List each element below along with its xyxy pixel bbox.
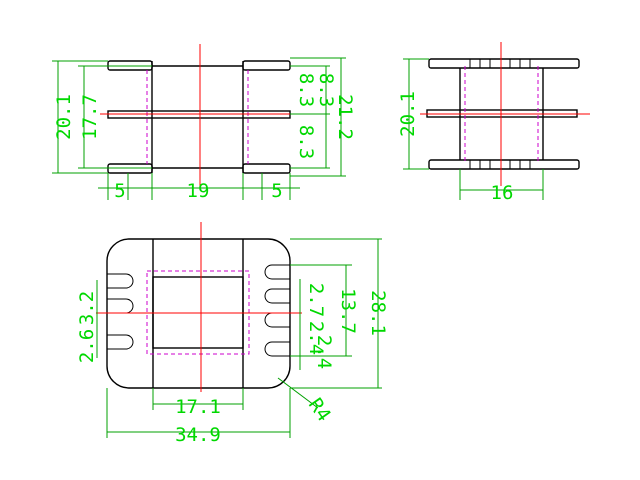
front-pitch-upper-label: 8.3 xyxy=(295,73,317,107)
side-top-slots xyxy=(469,59,531,68)
front-flange-right-label: 5 xyxy=(271,180,282,202)
top-window-width-label: 17.1 xyxy=(175,396,221,418)
top-right-slots xyxy=(264,264,290,357)
top-pin-pitch-2-label: 2.4 xyxy=(305,321,327,355)
front-bottom-right-flange xyxy=(242,163,291,174)
front-view-dimensions: 20.1 17.7 8.3 8.3 8.3 21.2 5 19 5 xyxy=(52,57,356,202)
front-height-inner-label: 17.7 xyxy=(79,94,101,140)
side-height-label: 20.1 xyxy=(397,91,419,137)
front-flange-left-label: 5 xyxy=(114,180,125,202)
front-core-width-label: 19 xyxy=(187,180,210,202)
top-left-slots xyxy=(107,273,134,350)
top-outer-height-label: 28.1 xyxy=(367,290,389,336)
side-bottom-flange xyxy=(428,159,580,170)
top-window-height-label: 13.7 xyxy=(337,288,359,334)
front-pitch-lower-a-label: 8.3 xyxy=(315,73,337,107)
top-pin-pitch-label: 2.7 xyxy=(305,283,327,317)
front-pitch-lower-b-label: 8.3 xyxy=(295,125,317,159)
side-bottom-slots xyxy=(469,160,531,169)
top-outer-width-label: 34.9 xyxy=(175,424,221,446)
front-height-outer-label: 20.1 xyxy=(53,94,75,140)
top-slot-pitch-top-label: 3.2 xyxy=(76,291,98,325)
top-corner-radius-label: R4 xyxy=(304,394,335,425)
top-view xyxy=(96,222,302,392)
side-width-label: 16 xyxy=(491,182,514,204)
side-view xyxy=(420,42,590,186)
top-view-dimensions: 3.2 2.6 2.7 2.4 13.7 28.1 2.4 17.1 34.9 … xyxy=(76,238,389,446)
side-top-flange xyxy=(428,58,580,69)
top-slot-offset-label: 2.4 xyxy=(313,335,335,369)
front-view xyxy=(100,44,300,190)
side-view-dimensions: 20.1 16 xyxy=(397,58,544,204)
front-top-right-flange xyxy=(242,60,291,71)
front-total-height-label: 21.2 xyxy=(334,94,356,140)
top-slot-pitch-bottom-label: 2.6 xyxy=(76,329,98,363)
radius-leader xyxy=(277,377,319,409)
